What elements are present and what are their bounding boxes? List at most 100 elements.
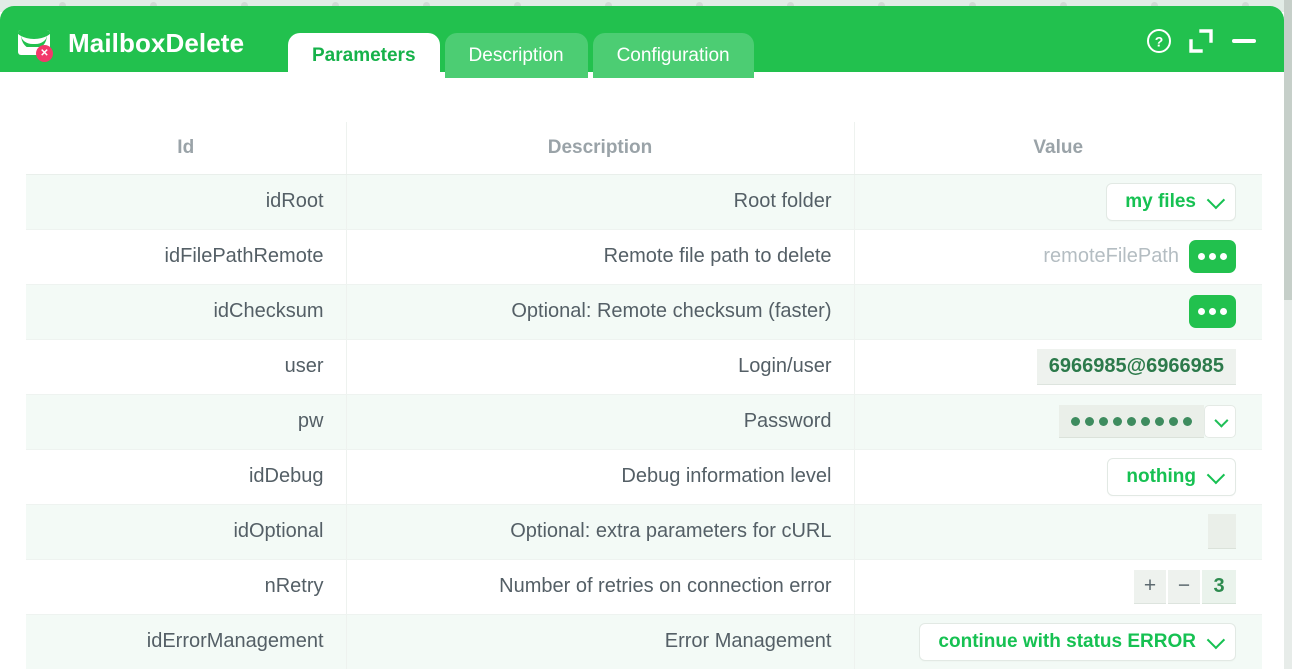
password-dot [1127, 416, 1136, 426]
grip-dot [1060, 2, 1067, 9]
table-row: pw Password [26, 394, 1262, 450]
debug-level-select[interactable]: nothing [1107, 457, 1236, 496]
minimize-icon[interactable] [1230, 28, 1258, 54]
login-user-input[interactable]: 6966985@6966985 [1036, 348, 1236, 385]
password-dot [1071, 416, 1080, 426]
password-dot [1141, 416, 1150, 426]
param-value [853, 394, 1262, 450]
password-dropdown-button[interactable] [1204, 405, 1236, 438]
password-dot [1169, 416, 1178, 426]
password-dot [1085, 416, 1094, 426]
grip-dot [332, 2, 339, 9]
retry-stepper: + − 3 [1134, 569, 1236, 604]
column-header-id: Id [26, 122, 346, 175]
tab-configuration[interactable]: Configuration [592, 33, 754, 78]
restore-icon[interactable] [1188, 28, 1214, 54]
envelope-flap [20, 31, 48, 47]
root-folder-select-value: my files [1125, 190, 1196, 212]
ellipsis-dot [1198, 253, 1205, 260]
grip-dot [150, 2, 157, 9]
tab-bar: Parameters Description Configuration [288, 33, 759, 78]
table-row: idDebug Debug information level nothing [26, 449, 1262, 505]
grip-dot [605, 2, 612, 9]
password-dot [1183, 416, 1192, 426]
grip-dot [59, 2, 66, 9]
vertical-scrollbar-thumb[interactable] [1284, 0, 1292, 300]
tab-parameters[interactable]: Parameters [288, 33, 440, 78]
table-header-row: Id Description Value [26, 122, 1262, 175]
param-id: idRoot [26, 174, 346, 230]
param-description: Optional: extra parameters for cURL [345, 504, 854, 560]
retry-increment-button[interactable]: + [1134, 569, 1166, 604]
page-title: MailboxDelete [68, 28, 245, 58]
ellipsis-dot [1209, 253, 1216, 260]
delete-badge-icon: ✕ [36, 45, 53, 62]
param-id: idChecksum [26, 284, 346, 340]
chevron-down-icon [1206, 190, 1226, 210]
error-management-select[interactable]: continue with status ERROR [919, 622, 1236, 661]
table-row: nRetry Number of retries on connection e… [26, 559, 1262, 615]
chevron-down-icon [1206, 465, 1226, 485]
param-description: Error Management [345, 614, 854, 669]
checksum-browse-button[interactable] [1189, 295, 1236, 328]
param-id: idErrorManagement [26, 614, 346, 669]
password-input[interactable] [1059, 405, 1204, 438]
password-dot [1155, 416, 1164, 426]
param-value [853, 284, 1262, 340]
param-description: Remote file path to delete [345, 229, 854, 285]
password-control [1059, 405, 1236, 438]
param-description: Login/user [345, 339, 854, 395]
grip-dot [241, 2, 248, 9]
debug-level-select-value: nothing [1126, 465, 1196, 487]
vertical-scrollbar-track[interactable] [1284, 0, 1292, 669]
error-management-select-value: continue with status ERROR [938, 630, 1196, 652]
table-row: idErrorManagement Error Management conti… [26, 614, 1262, 669]
table-row: idRoot Root folder my files [26, 174, 1262, 230]
root-folder-select[interactable]: my files [1106, 182, 1236, 221]
table-row: idChecksum Optional: Remote checksum (fa… [26, 284, 1262, 340]
param-id: idOptional [26, 504, 346, 560]
param-value: continue with status ERROR [853, 614, 1262, 669]
parameters-table-container: Id Description Value idRoot Root folder … [26, 122, 1262, 669]
column-header-description: Description [345, 122, 854, 175]
ellipsis-dot [1220, 308, 1227, 315]
tab-configuration-label: Configuration [616, 44, 730, 66]
table-row: idFilePathRemote Remote file path to del… [26, 229, 1262, 285]
ellipsis-dot [1198, 308, 1205, 315]
param-description: Debug information level [345, 449, 854, 505]
help-icon[interactable]: ? [1146, 28, 1172, 54]
parameters-table: Id Description Value idRoot Root folder … [26, 122, 1262, 669]
param-description: Number of retries on connection error [345, 559, 854, 615]
tab-description-label: Description [468, 44, 564, 66]
param-value: nothing [853, 449, 1262, 505]
param-id: nRetry [26, 559, 346, 615]
remote-file-path-browse-button[interactable] [1189, 240, 1236, 273]
param-value: + − 3 [853, 559, 1262, 615]
grip-dot [969, 2, 976, 9]
param-id: pw [26, 394, 346, 450]
retry-value-input[interactable]: 3 [1202, 569, 1236, 604]
param-value [853, 504, 1262, 560]
ellipsis-dot [1209, 308, 1216, 315]
remote-file-path-input-placeholder[interactable]: remoteFilePath [1043, 245, 1179, 267]
retry-decrement-button[interactable]: − [1168, 569, 1200, 604]
column-header-value: Value [853, 122, 1262, 175]
grip-dot [1151, 2, 1158, 9]
param-description: Root folder [345, 174, 854, 230]
grip-dot [787, 2, 794, 9]
password-dot [1099, 416, 1108, 426]
param-id: user [26, 339, 346, 395]
grip-dot [1242, 2, 1249, 9]
param-value: my files [853, 174, 1262, 230]
curl-extra-params-input[interactable] [1208, 514, 1236, 549]
table-row: user Login/user 6966985@6966985 [26, 339, 1262, 395]
param-description: Password [345, 394, 854, 450]
grip-dot [696, 2, 703, 9]
param-value: remoteFilePath [853, 229, 1262, 285]
tab-description[interactable]: Description [444, 33, 588, 78]
window-controls: ? [1146, 28, 1258, 54]
param-id: idDebug [26, 449, 346, 505]
param-description: Optional: Remote checksum (faster) [345, 284, 854, 340]
tab-parameters-label: Parameters [312, 44, 416, 66]
